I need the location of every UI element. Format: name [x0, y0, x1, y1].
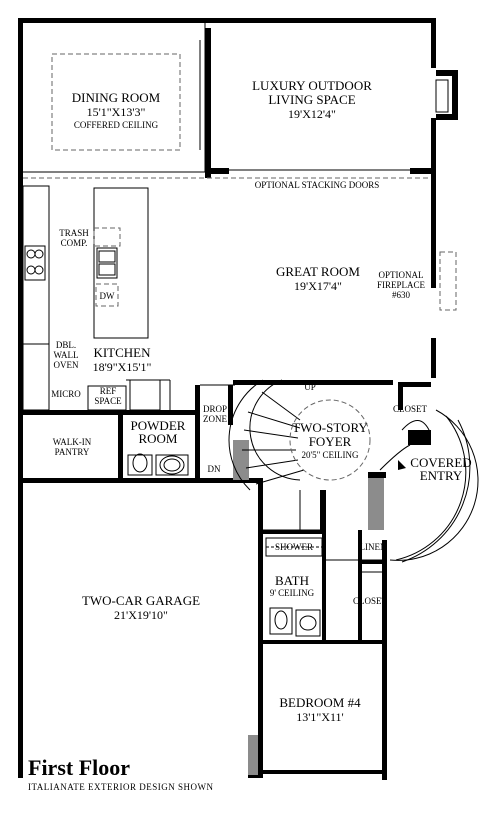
bedroom-label: BEDROOM #4 [279, 695, 361, 710]
bath [263, 530, 382, 640]
fireplace-label-2: FIREPLACE [377, 280, 426, 290]
plan-subtitle: ITALIANATE EXTERIOR DESIGN SHOWN [28, 782, 214, 792]
outdoor-label-1: LUXURY OUTDOOR [252, 78, 372, 93]
bath-note: 9' CEILING [270, 588, 315, 598]
micro-label: MICRO [51, 389, 81, 399]
outdoor-living [23, 28, 436, 179]
garage-label: TWO-CAR GARAGE [82, 593, 200, 608]
dining-room-label: DINING ROOM [72, 90, 161, 105]
dw-label: DW [100, 291, 115, 301]
drop-label-2: ZONE [203, 414, 227, 424]
dn-label: DN [208, 464, 221, 474]
service-rooms [23, 384, 263, 483]
fireplace-label-3: #630 [392, 290, 411, 300]
dining-room-size: 15'1"X13'3" [87, 105, 146, 119]
entry-label-1: COVERED [410, 455, 471, 470]
garage [248, 478, 263, 778]
ref-label-2: SPACE [94, 396, 122, 406]
kitchen-label: KITCHEN [93, 345, 151, 360]
drop-label-1: DROP [203, 404, 227, 414]
outdoor-label-2: LIVING SPACE [268, 92, 355, 107]
oven-label-2: WALL [54, 350, 79, 360]
ref-label-1: REF [100, 386, 117, 396]
foyer-label-2: FOYER [309, 434, 352, 449]
pantry-label-2: PANTRY [55, 447, 90, 457]
dining-room-note: COFFERED CEILING [74, 120, 159, 130]
trash-label-1: TRASH [59, 228, 89, 238]
fireplace-label-1: OPTIONAL [379, 270, 424, 280]
great-room-size: 19'X17'4" [294, 279, 342, 293]
great-room-fireplace [439, 251, 457, 311]
entry [368, 409, 479, 563]
shower-label: SHOWER [275, 542, 313, 552]
garage-size: 21'X19'10" [114, 608, 168, 622]
foyer-size: 20'5" CEILING [301, 450, 359, 460]
bedroom-size: 13'1"X11' [296, 710, 343, 724]
trash-label-2: COMP. [61, 238, 88, 248]
entry-label-2: ENTRY [420, 468, 463, 483]
plan-title: First Floor [28, 755, 131, 780]
bath-label: BATH [275, 573, 309, 588]
pantry-label-1: WALK-IN [53, 437, 92, 447]
outdoor-fireplace [435, 70, 458, 120]
great-room-label: GREAT ROOM [276, 264, 360, 279]
outdoor-size: 19'X12'4" [288, 107, 336, 121]
exterior-walls [18, 18, 436, 780]
title-block: First Floor ITALIANATE EXTERIOR DESIGN S… [28, 755, 214, 793]
powder-label-2: ROOM [138, 431, 177, 446]
stacking-doors-label: OPTIONAL STACKING DOORS [255, 180, 379, 190]
oven-label-3: OVEN [54, 360, 79, 370]
linen-label: LINEN [360, 542, 387, 552]
oven-label-1: DBL. [56, 340, 76, 350]
kitchen-size: 18'9"X15'1" [93, 360, 152, 374]
up-label: UP [304, 382, 316, 392]
cooktop-icon [24, 245, 46, 281]
powder-label-1: POWDER [131, 418, 186, 433]
foyer-label-1: TWO-STORY [292, 420, 368, 435]
closet-2-label: CLOSET [353, 596, 388, 606]
closet-1-label: CLOSET [393, 404, 428, 414]
kitchen [22, 185, 171, 411]
